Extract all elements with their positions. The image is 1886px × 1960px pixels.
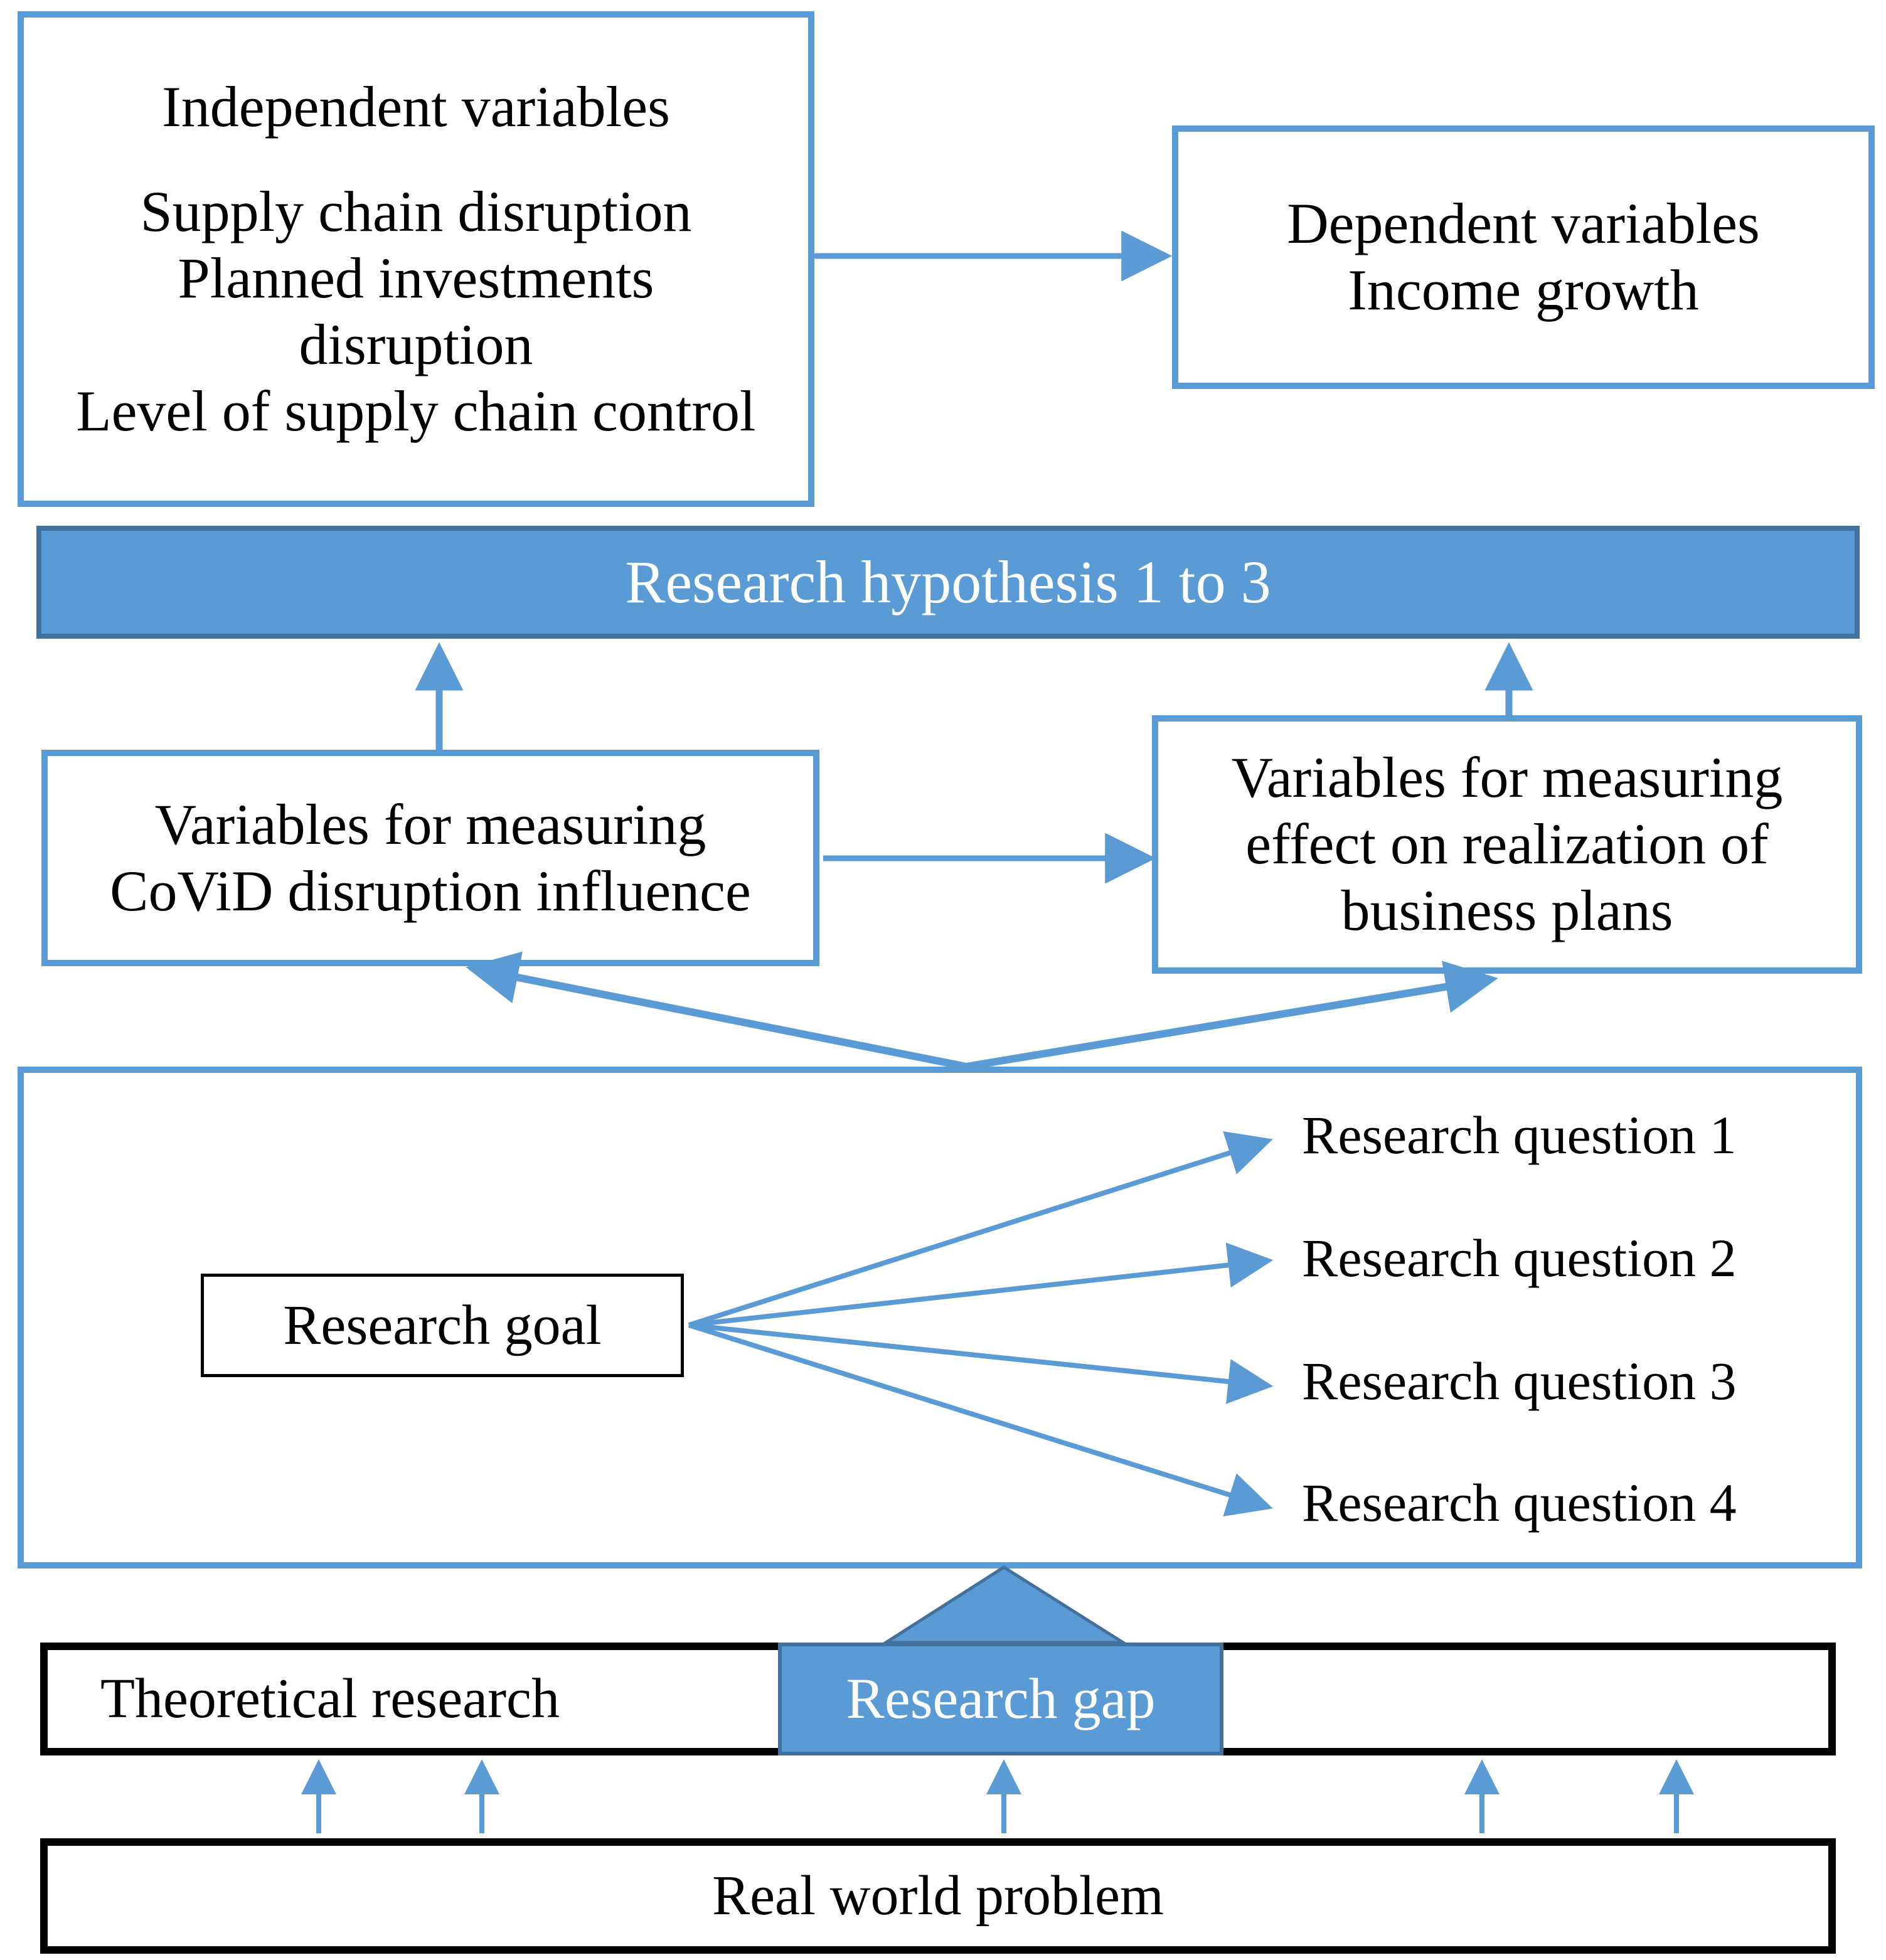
node-research-gap[interactable]: Research gap [778, 1643, 1223, 1755]
node-variables-covid[interactable]: Variables for measuring CoViD disruption… [41, 750, 819, 966]
independent-variables-items: Supply chain disruption Planned investme… [76, 179, 756, 443]
variables-covid-label: Variables for measuring CoViD disruption… [110, 792, 751, 923]
node-variables-business-plans[interactable]: Variables for measuring effect on realiz… [1152, 715, 1862, 974]
connector-v-to-middle-boxes [466, 951, 1498, 1070]
research-question-3[interactable]: Research question 3 [1302, 1351, 1737, 1411]
connector-gap-triangle [880, 1565, 1129, 1644]
variables-business-plans-label: Variables for measuring effect on realiz… [1231, 745, 1783, 942]
connector-problem-to-theory [301, 1759, 1694, 1833]
research-gap-label: Research gap [846, 1666, 1156, 1731]
research-question-4[interactable]: Research question 4 [1302, 1473, 1737, 1533]
node-research-goal[interactable]: Research goal [201, 1274, 684, 1377]
research-question-2[interactable]: Research question 2 [1302, 1228, 1737, 1288]
node-dependent-variables[interactable]: Dependent variables Income growth [1172, 125, 1875, 389]
real-world-problem-label: Real world problem [712, 1865, 1164, 1927]
research-question-1[interactable]: Research question 1 [1302, 1105, 1737, 1165]
dependent-variables-items: Income growth [1348, 258, 1699, 322]
research-hypothesis-label: Research hypothesis 1 to 3 [625, 548, 1271, 615]
independent-variables-title: Independent variables [162, 74, 670, 139]
node-real-world-problem[interactable]: Real world problem [40, 1838, 1836, 1954]
node-research-hypothesis[interactable]: Research hypothesis 1 to 3 [36, 526, 1860, 639]
theoretical-research-label: Theoretical research [100, 1668, 560, 1730]
research-goal-label: Research goal [283, 1294, 602, 1356]
dependent-variables-title: Dependent variables [1287, 191, 1760, 256]
node-independent-variables[interactable]: Independent variables Supply chain disru… [18, 11, 814, 507]
